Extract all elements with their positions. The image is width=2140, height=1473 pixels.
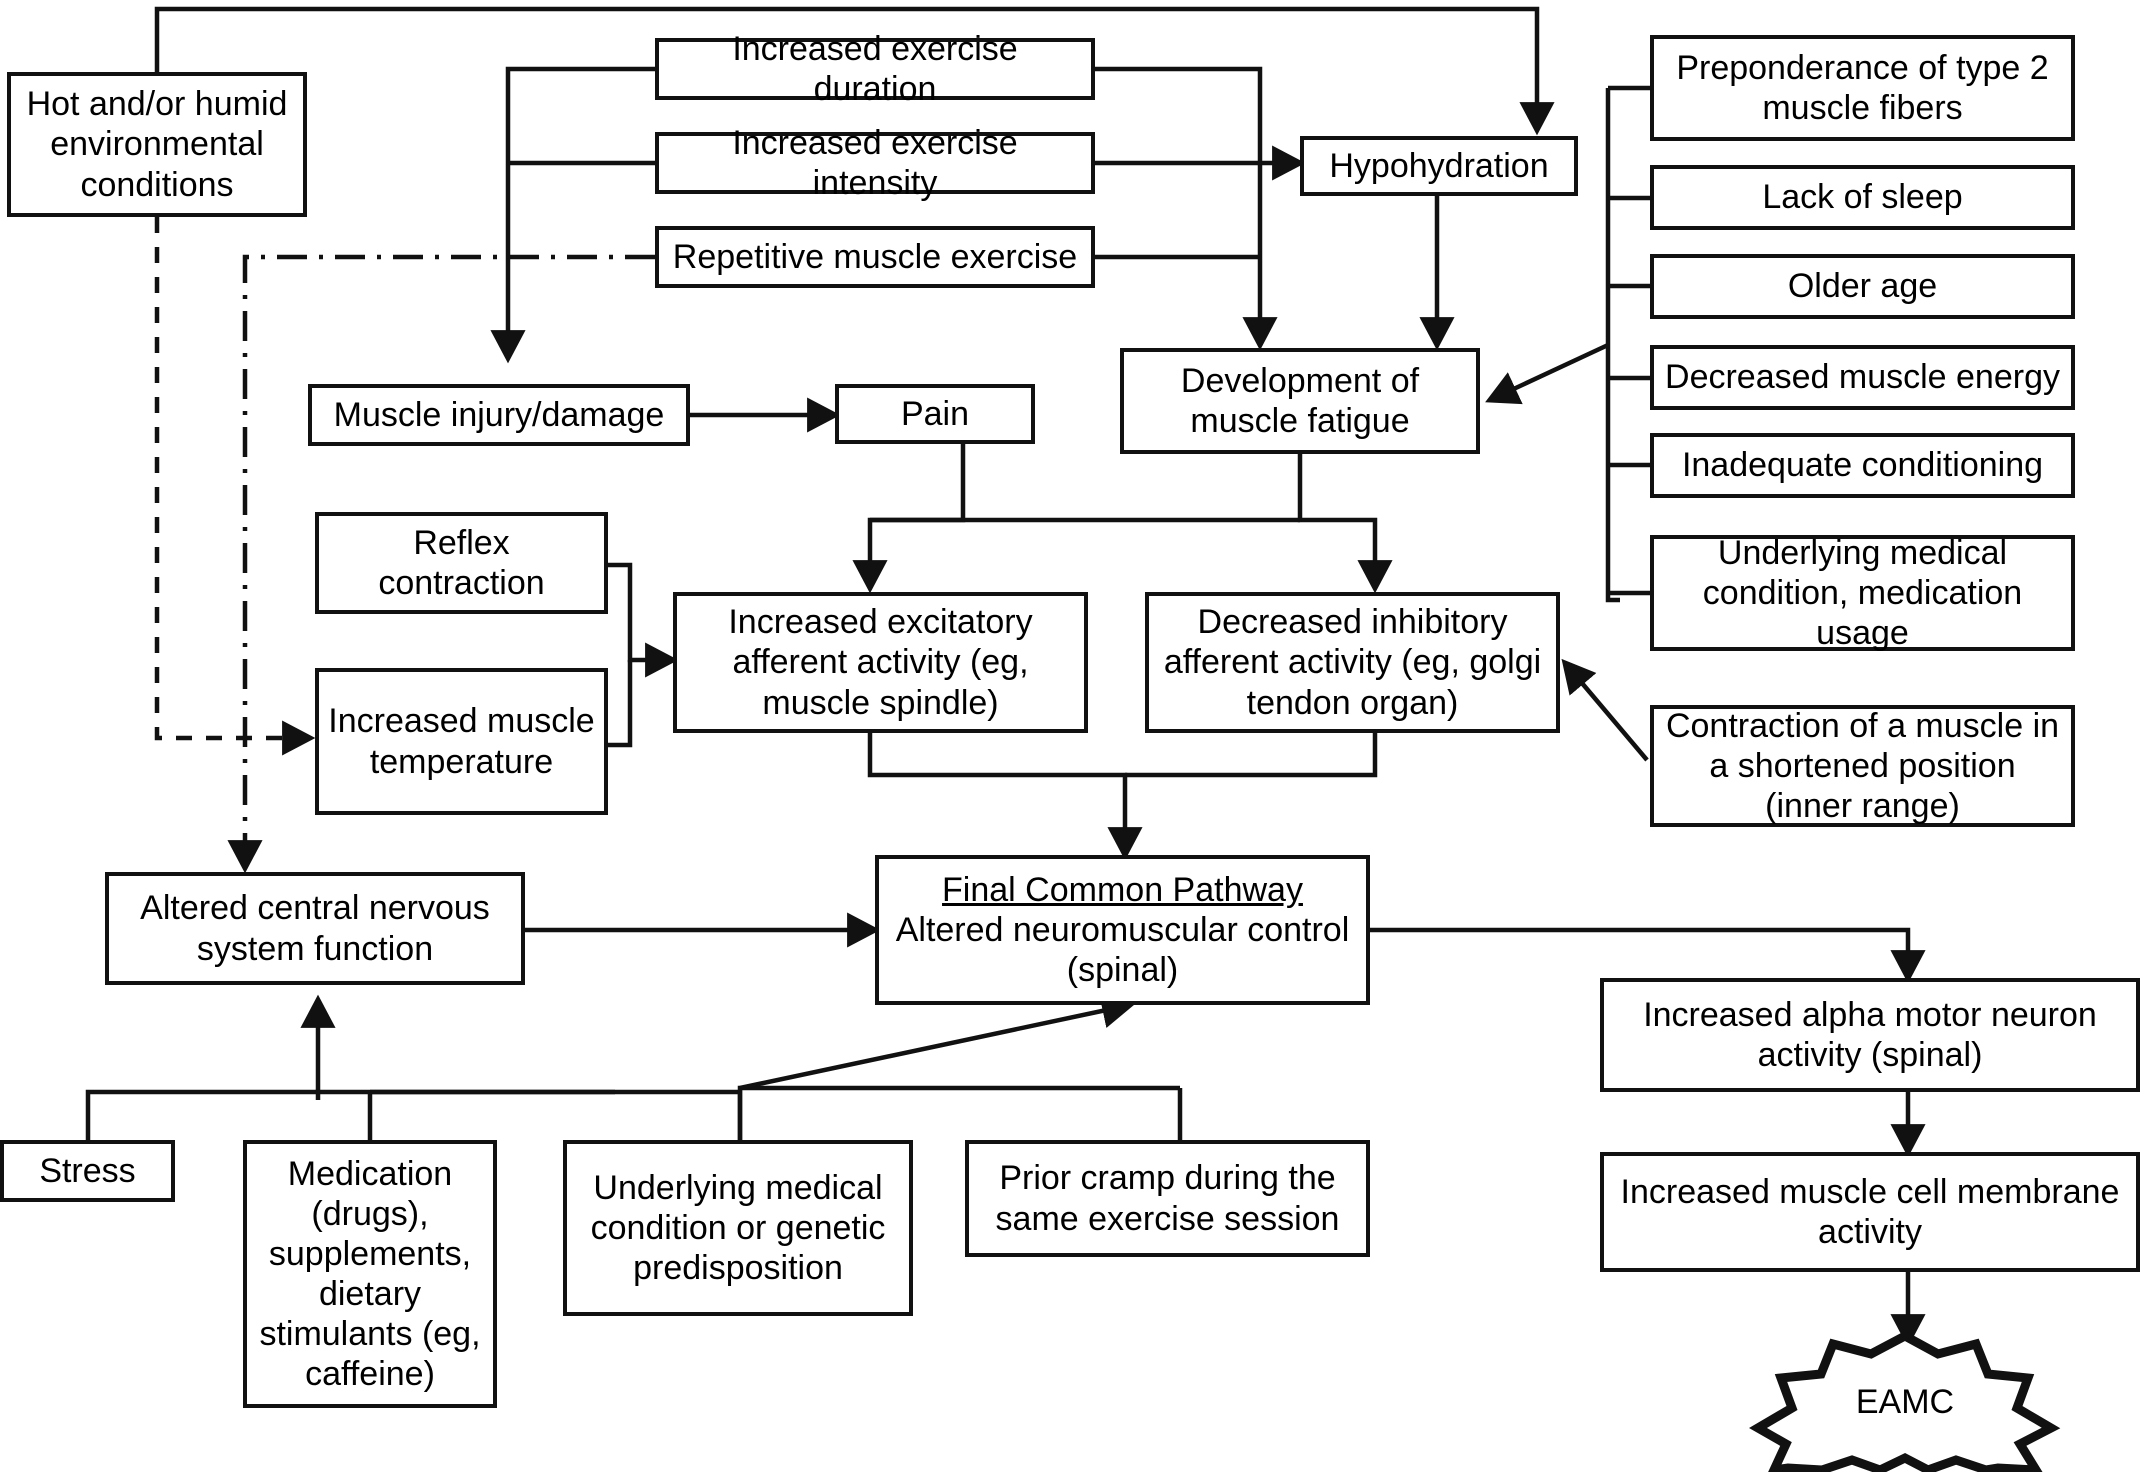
edge-underlying-up <box>370 1089 743 1140</box>
edge-shortened-to-inhibitory <box>1561 658 1649 762</box>
edge-bottom-bar-right <box>737 1085 1180 1140</box>
node-increased-alpha-motor-neuron[interactable]: Increased alpha motor neuron activity (s… <box>1600 978 2140 1092</box>
node-contraction-shortened-position[interactable]: Contraction of a muscle in a shortened p… <box>1650 705 2075 827</box>
node-increased-exercise-intensity[interactable]: Increased exercise intensity <box>655 124 1095 202</box>
node-hypohydration[interactable]: Hypohydration <box>1300 136 1578 196</box>
node-hot-humid-conditions[interactable]: Hot and/or humid environmental condition… <box>7 72 307 217</box>
node-decreased-inhibitory-afferent[interactable]: Decreased inhibitory afferent activity (… <box>1145 592 1560 733</box>
node-development-muscle-fatigue[interactable]: Development of muscle fatigue <box>1120 348 1480 454</box>
edge-riskfactor-bracket <box>1605 88 1620 603</box>
edge-duration-to-fatigue <box>1095 66 1278 351</box>
node-label: Increased alpha motor neuron activity (s… <box>1643 995 2097 1074</box>
node-label: Decreased inhibitory afferent activity (… <box>1163 603 1542 722</box>
edge-pain-to-excitatory <box>852 443 966 594</box>
node-label: Hypohydration <box>1329 146 1549 185</box>
fcp-body-line-1: Altered neuromuscular control <box>895 910 1350 949</box>
node-label: Pain <box>900 394 970 433</box>
edge-riskfactors-to-fatigue <box>1485 342 1609 405</box>
edge-bottom-to-fcp <box>739 993 1136 1091</box>
node-label: Increased muscle temperature <box>328 702 595 781</box>
node-risk-factor-3[interactable]: Older age <box>1650 254 2075 319</box>
node-underlying-condition-genetic[interactable]: Underlying medical condition or genetic … <box>563 1140 913 1316</box>
node-label: Underlying medical condition or genetic … <box>590 1168 886 1288</box>
node-label: Increased excitatory afferent activity (… <box>728 603 1033 722</box>
node-label: Lack of sleep <box>1762 178 1963 217</box>
edge-temperature-to-excitatory <box>608 660 633 748</box>
node-label: EAMC <box>1855 1382 1955 1421</box>
node-altered-central-nervous-system[interactable]: Altered central nervous system function <box>105 872 525 985</box>
node-medication-supplements[interactable]: Medication (drugs), supplements, dietary… <box>243 1140 497 1408</box>
node-label: Increased muscle cell membrane activity <box>1620 1172 2120 1251</box>
node-label: Medication (drugs), supplements, dietary… <box>259 1154 481 1394</box>
node-increased-exercise-duration[interactable]: Increased exercise duration <box>655 30 1095 108</box>
node-label: Hot and/or humid environmental condition… <box>26 85 288 204</box>
node-final-common-pathway[interactable]: Final Common Pathway Altered neuromuscul… <box>875 855 1370 1005</box>
edge-fatigue-to-inhibitory <box>1297 454 1393 594</box>
node-risk-factor-4[interactable]: Decreased muscle energy <box>1650 345 2075 410</box>
node-label: Development of muscle fatigue <box>1180 361 1420 440</box>
edge-stress-up <box>85 1089 318 1140</box>
node-label: Reflex contraction <box>378 523 545 602</box>
node-risk-factor-2[interactable]: Lack of sleep <box>1650 165 2075 230</box>
node-label: Muscle injury/damage <box>333 395 665 434</box>
node-stress[interactable]: Stress <box>0 1140 175 1202</box>
node-label: Underlying medical condition, medication… <box>1702 533 2023 653</box>
edge-reflex-to-excitatory <box>608 562 679 678</box>
node-label: Stress <box>39 1151 136 1190</box>
node-reflex-contraction[interactable]: Reflex contraction <box>315 512 608 614</box>
node-eamc-burst[interactable]: EAMC <box>1740 1330 2070 1473</box>
node-label: Increased exercise duration <box>732 29 1018 108</box>
edge-cns-sources-bar <box>315 1089 615 1100</box>
node-pain[interactable]: Pain <box>835 384 1035 444</box>
fcp-heading: Final Common Pathway <box>942 870 1303 909</box>
node-risk-factor-6[interactable]: Underlying medical condition, medication… <box>1650 533 2075 653</box>
node-increased-muscle-cell-membrane[interactable]: Increased muscle cell membrane activity <box>1600 1152 2140 1272</box>
edge-afferents-to-fcp <box>867 733 1143 861</box>
node-label: Preponderance of type 2 muscle fibers <box>1676 48 2049 127</box>
node-prior-cramp-same-session[interactable]: Prior cramp during the same exercise ses… <box>965 1140 1370 1257</box>
edge-exercise-to-muscle-injury <box>490 66 655 364</box>
node-muscle-injury-damage[interactable]: Muscle injury/damage <box>308 384 690 446</box>
node-risk-factor-1[interactable]: Preponderance of type 2 muscle fibers <box>1650 35 2075 141</box>
node-label: Inadequate conditioning <box>1681 446 2044 485</box>
node-label: Altered central nervous system function <box>140 889 490 968</box>
node-label: Repetitive muscle exercise <box>672 237 1078 276</box>
node-label: Prior cramp during the same exercise ses… <box>995 1159 1340 1238</box>
fcp-body-line-2: (spinal) <box>1066 951 1179 990</box>
node-label: Decreased muscle energy <box>1665 358 2060 397</box>
edge-inhibitory-merge <box>1125 733 1378 778</box>
node-label: Older age <box>1787 267 1938 306</box>
node-label: Contraction of a muscle in a shortened p… <box>1665 706 2060 826</box>
node-increased-excitatory-afferent[interactable]: Increased excitatory afferent activity (… <box>673 592 1088 733</box>
node-label: Increased exercise intensity <box>732 123 1018 202</box>
burst-shape <box>1749 1330 2061 1473</box>
node-repetitive-muscle-exercise[interactable]: Repetitive muscle exercise <box>655 226 1095 288</box>
node-risk-factor-5[interactable]: Inadequate conditioning <box>1650 433 2075 498</box>
node-increased-muscle-temperature[interactable]: Increased muscle temperature <box>315 668 608 815</box>
edge-fcp-to-alpha-motor <box>1370 927 1926 984</box>
edge-hot-to-muscle-temperature <box>154 217 316 756</box>
